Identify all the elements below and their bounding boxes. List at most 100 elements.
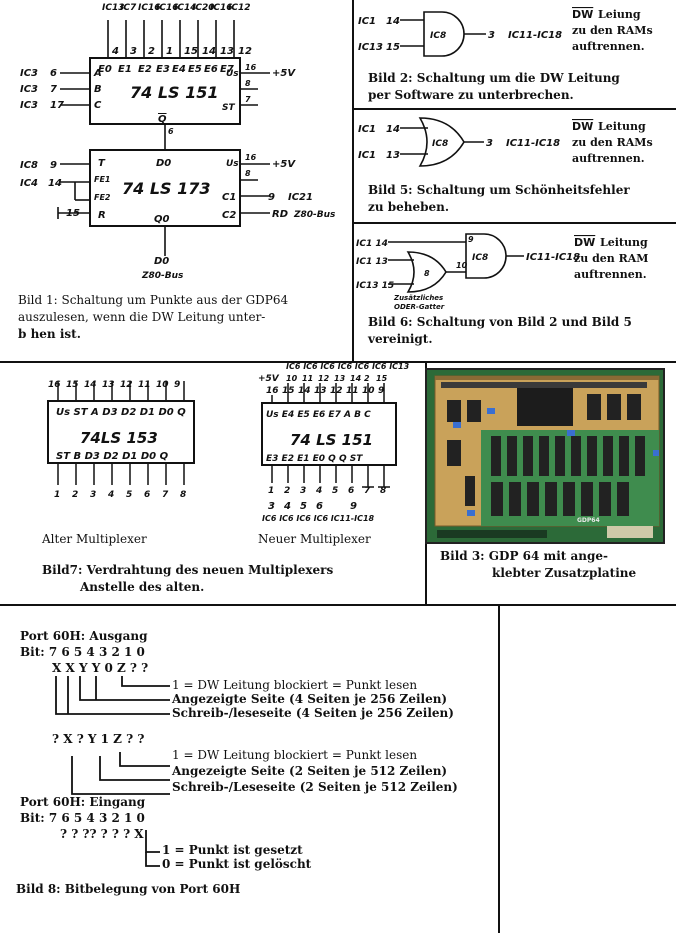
bild1-pin8-bottom: 8 [245, 169, 251, 178]
bild7-new-bottom-ics: IC6 IC6 IC6 IC6 IC11-IC18 [262, 514, 375, 523]
bild8-row2-desc1: 1 = DW Leitung blockiert = Punkt lesen [172, 748, 418, 762]
bild2-in1-ic: IC1 [358, 16, 376, 27]
bild7-old-bottom-pin: 6 [144, 490, 150, 500]
bild1-inner-e: E6 [204, 64, 218, 75]
bild1-st: ST [222, 103, 235, 113]
board-label: GDP64 [577, 517, 600, 524]
bild2-caption-line1: Bild 2: Schaltung um die DW Leitung [368, 71, 620, 85]
divider-top-right-1 [352, 108, 676, 110]
bild7-old-bottom-pin: 4 [107, 490, 114, 500]
bild7-new-top-pin: 2 [364, 374, 370, 383]
bild7-label-new: Neuer Multiplexer [258, 532, 371, 546]
bild7-new-bottom-pin: 3 [300, 486, 306, 496]
bild3-caption-line1: Bild 3: GDP 64 mit ange- [440, 549, 608, 563]
bild1-t: T [98, 158, 106, 169]
bild7-new-bottom-pin: 8 [380, 486, 386, 496]
bild5-text2: zu den RAMs [572, 136, 653, 149]
divider-top-right-2 [352, 222, 676, 224]
bild1-caption: Bild 1: Schaltung um Punkte aus der GDP6… [18, 292, 348, 343]
bild7-new-bottom-pin2: 3 [268, 501, 275, 512]
bild1-chip-bottom-name: 74 LS 173 [122, 179, 211, 198]
gdp64-board-illustration: GDP64 [427, 370, 663, 542]
bild1-inner-e: E1 [118, 64, 132, 75]
bild1-q0: Q0 [154, 214, 170, 225]
bild8-row2-desc2: Angezeigte Seite (2 Seiten je 512 Zeilen… [172, 764, 448, 778]
bild6-out-ic: IC11-IC18 [526, 252, 580, 263]
bild1-schematic: IC13 IC7 IC16 IC16 IC14 IC20 IC16 IC12 4… [20, 3, 336, 281]
bild6-ic1-13: IC1 13 [356, 257, 388, 267]
bild6-pin9: 9 [468, 235, 474, 244]
bild5-caption-line2: zu beheben. [368, 200, 450, 214]
bild6-ic13-15: IC13 15 [356, 281, 394, 291]
bild1-inner-e: E4 [172, 64, 186, 75]
bild8-bracket-lines [55, 676, 170, 867]
bild1-pin14-left: 14 [48, 178, 62, 189]
bild1-pin16-bottom: 16 [245, 153, 257, 162]
bild8-caption: Bild 8: Bitbelegung von Port 60H [16, 882, 241, 896]
bild1-left-pin: 6 [50, 68, 57, 79]
bild1-top-pin: 2 [148, 46, 155, 57]
bild2-text3: auftrennen. [572, 40, 645, 53]
bild1-pin8-top: 8 [245, 79, 251, 88]
bild7-old-bottom-pin: 1 [54, 490, 60, 500]
bild1-left-ic: IC3 [20, 84, 38, 95]
bild6-text3: auftrennen. [574, 268, 647, 281]
bild1-top-ic-label: IC7 [120, 3, 137, 13]
bild5-text1: Leitung [598, 120, 646, 133]
bild1-c2: C2 [222, 210, 236, 221]
bild7-new-top-v: +5V [258, 374, 280, 384]
bild6-text2: zu den RAM [574, 252, 648, 265]
bild7-new-bottom-pin: 5 [332, 486, 338, 496]
bild5-out-pin: 3 [486, 138, 493, 149]
bild7-new-bottom-pin2: 4 [283, 501, 291, 512]
bild1-pin16-top: 16 [245, 63, 257, 72]
bild1-left-pin: 7 [50, 84, 57, 95]
bild8-row1: X X Y Y 0 Z ? ? [52, 661, 149, 675]
bild8-port-out: Port 60H: Ausgang [20, 629, 148, 643]
bild2-schematic: IC1 14 IC13 15 IC8 3 IC11-IC18 DW Leiung… [358, 8, 653, 57]
bild7-new-bottom-pin: 7 [364, 486, 371, 496]
bild1-ic8: IC8 [20, 160, 38, 171]
bild1-top-pin: 4 [111, 46, 119, 57]
bild1-pin7-top: 7 [245, 95, 251, 104]
bild7-old-bottom-pin: 5 [126, 490, 132, 500]
bild7-new-top-pin: 14 [350, 374, 362, 383]
bild6-text1: Leitung [600, 236, 648, 249]
bild6-note2: ODER-Gatter [394, 303, 445, 311]
bild7-new-bottom-pin2: 5 [300, 501, 307, 512]
divider-horizontal-1 [0, 361, 676, 363]
bild8-row2: ? X ? Y 1 Z ? ? [52, 732, 145, 746]
bild1-chip-top-name: 74 LS 151 [130, 83, 219, 102]
bild1-pin6: 6 [168, 127, 174, 136]
bild1-fe2: FE2 [94, 193, 111, 202]
bild1-top-ic-label: IC12 [228, 3, 250, 13]
bild2-text1: Leiung [598, 8, 641, 21]
bild8-row1-desc2: Angezeigte Seite (4 Seiten je 256 Zeilen… [172, 692, 448, 706]
bild1-left-inner: A [93, 68, 102, 79]
bild5-gate: IC8 [432, 139, 448, 149]
bild8-row2-desc3: Schreib-/Leseseite (2 Seiten je 512 Zeil… [172, 780, 458, 794]
bild7-old-top-pin: 16 [48, 380, 61, 390]
bild6-schematic: IC1 14 IC1 13 IC13 15 8 10 9 IC8 IC11-IC… [356, 233, 648, 311]
bild2-gate: IC8 [430, 31, 446, 41]
bild3-caption: Bild 3: GDP 64 mit ange- klebter Zusatzp… [440, 548, 670, 582]
bild1-plus5v-bottom: +5V [272, 159, 296, 170]
bild2-in1-pin: 14 [386, 16, 400, 27]
bild1-inner-e: E2 [138, 64, 152, 75]
bild5-caption: Bild 5: Schaltung um Schönheitsfehler zu… [368, 182, 668, 216]
bild7-old-top-pin: 9 [174, 380, 180, 390]
bild7-old-top-pin: 14 [84, 380, 97, 390]
bild1-us: Us [226, 69, 239, 79]
bild8-row3-desc1: 1 = Punkt ist gesetzt [162, 843, 303, 857]
bild8-bit-label: Bit: 7 6 5 4 3 2 1 0 [20, 645, 145, 659]
divider-horizontal-2 [0, 604, 676, 606]
bild7-caption: Bild7: Verdrahtung des neuen Multiplexer… [42, 562, 402, 596]
bild1-caption-line3: b hen ist. [18, 327, 81, 341]
bild1-ic21: IC21 [288, 192, 313, 203]
bild2-caption: Bild 2: Schaltung um die DW Leitung per … [368, 70, 668, 104]
bild7-old-bottom-pin: 8 [180, 490, 186, 500]
bild5-caption-line1: Bild 5: Schaltung um Schönheitsfehler [368, 183, 630, 197]
bild6-pin8: 8 [424, 269, 430, 278]
bild7-old-bottom-pin: 7 [162, 490, 169, 500]
bild7-old-bottom-inner: ST B D3 D2 D1 D0 Q [56, 451, 169, 462]
